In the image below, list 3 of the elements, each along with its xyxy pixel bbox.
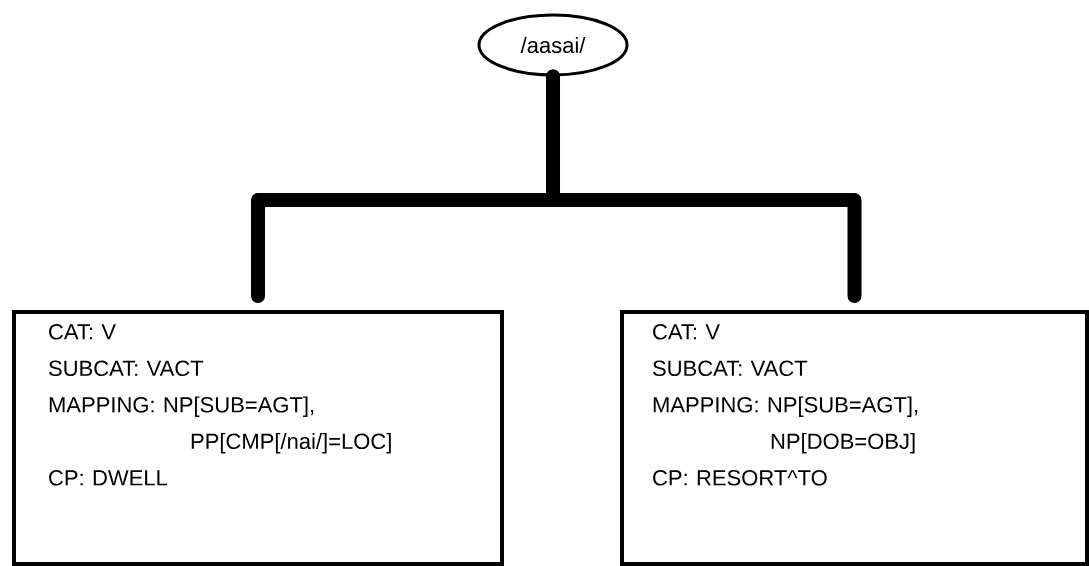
- feature-box: CAT: V SUBCAT: VACT MAPPING: NP[SUB=AGT], NP[DOB=OBJ] CP: RESORT^TO: [620, 310, 1089, 566]
- tree-branch: [546, 69, 862, 303]
- feature-box: CAT: V SUBCAT: VACT MAPPING: NP[SUB=AGT], PP[CMP[/nai/]=LOC] CP: DWELL: [12, 310, 504, 566]
